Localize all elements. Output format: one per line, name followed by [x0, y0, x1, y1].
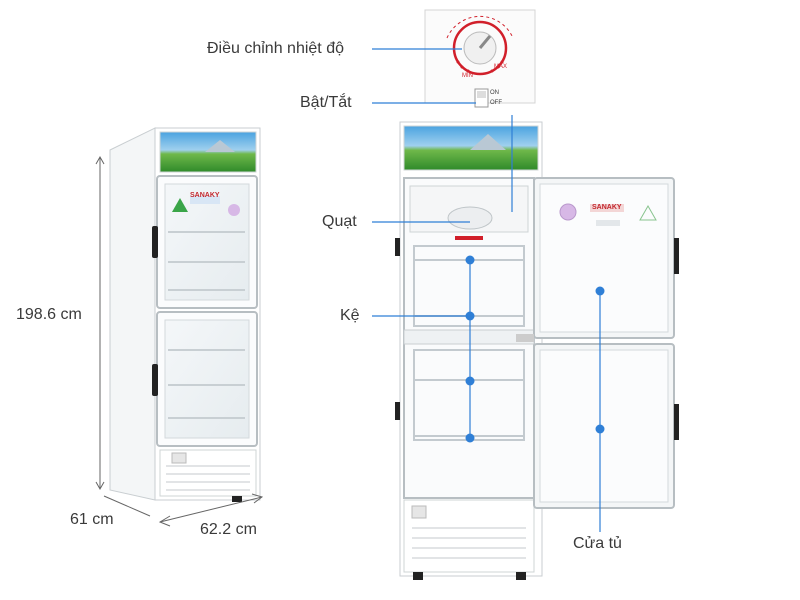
- thermostat-min-label: MIN: [462, 73, 473, 79]
- fridge-open-view: [395, 9, 679, 580]
- dimension-lines: [95, 155, 264, 527]
- switch-off-label: OFF: [490, 100, 502, 106]
- height-dimension-label: 198.6 cm: [16, 306, 82, 323]
- door-marker-dot: [595, 286, 605, 296]
- brand-label: SANAKY: [190, 192, 220, 199]
- shelf-marker-dot: [465, 311, 475, 321]
- door-callout: Cửa tủ: [573, 535, 622, 552]
- fan-callout: Quạt: [322, 213, 357, 230]
- switch-on-label: ON: [490, 90, 499, 96]
- shelf-callout: Kệ: [340, 307, 360, 324]
- temperature-control-callout: Điều chỉnh nhiệt độ: [207, 40, 344, 57]
- depth-dimension-label: 61 cm: [70, 511, 114, 528]
- width-dimension-label: 62.2 cm: [200, 521, 257, 538]
- brand-label-door: SANAKY: [592, 204, 622, 211]
- shelf-marker-dot: [465, 255, 475, 265]
- fridge-angled-view: [109, 127, 261, 502]
- shelf-marker-dot: [465, 376, 475, 386]
- door-marker-dot: [595, 424, 605, 434]
- thermostat-max-label: MAX: [494, 64, 508, 70]
- shelf-marker-dot: [465, 433, 475, 443]
- callout-lines: [372, 48, 601, 532]
- callout-dots: [465, 255, 605, 443]
- power-switch-callout: Bật/Tắt: [300, 94, 352, 111]
